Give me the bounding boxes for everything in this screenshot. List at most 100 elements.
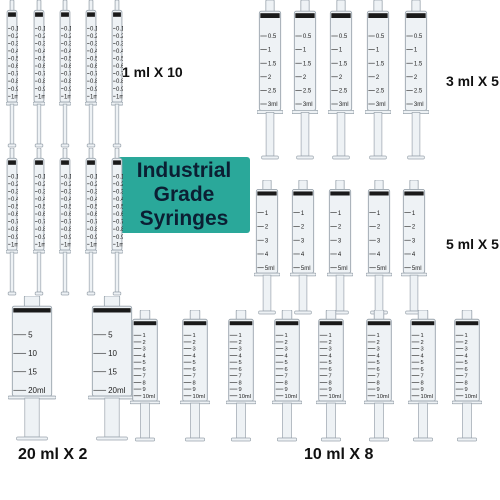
scale-label: 0.3 (90, 189, 97, 195)
plunger-rod (236, 402, 246, 439)
scale-label: 1.5 (376, 61, 385, 67)
scale-label: 0.9 (90, 235, 97, 241)
scale-label: 3ml (268, 102, 278, 108)
scale-label: 3 (412, 238, 416, 244)
scale-label: 4 (421, 353, 425, 359)
syringe-tip (325, 310, 337, 321)
syringe-tip (336, 0, 346, 13)
scale-label: 0.7 (38, 220, 45, 226)
syringe-tip (281, 310, 293, 321)
scale-label: 0.8 (116, 79, 123, 85)
scale-label: 1ml (11, 242, 18, 248)
plunger-rod (326, 402, 336, 439)
scale-label: 0.4 (38, 197, 45, 203)
plunger-seal (113, 12, 121, 17)
thumb-press (369, 155, 387, 160)
scale-label: 0.1 (64, 174, 71, 180)
syringe-tip (189, 310, 201, 321)
scale-label: 0.7 (11, 72, 18, 78)
scale-label: 3ml (414, 102, 424, 108)
scale-label: 8 (143, 380, 146, 386)
scale-label: 2 (285, 340, 288, 346)
scale-label: 1 (303, 48, 307, 54)
label-3ml: 3 ml X 5 (446, 73, 499, 89)
scale-label: 0.5 (303, 34, 312, 40)
label-10ml: 10 ml X 8 (304, 446, 374, 463)
scale-label: 8 (285, 380, 288, 386)
label-1ml: 1 ml X 10 (122, 64, 183, 80)
plunger-seal (133, 321, 157, 326)
scale-label: 0.9 (38, 235, 45, 241)
thumb-press (7, 291, 17, 296)
thumb-press (112, 291, 122, 296)
scale-label: 2 (143, 340, 146, 346)
scale-label: 7 (465, 374, 468, 380)
scale-label: 0.7 (90, 220, 97, 226)
thumb-press (60, 143, 70, 148)
scale-label: 4 (143, 353, 147, 359)
scale-label: 3 (193, 347, 196, 353)
scale-label: 0.1 (116, 26, 123, 32)
scale-label: 5 (28, 331, 33, 340)
scale-label: 0.7 (64, 72, 71, 78)
scale-label: 0.7 (116, 72, 123, 78)
scale-label: 1 (193, 333, 196, 339)
plunger-rod (409, 274, 419, 312)
scale-label: 10 (108, 349, 117, 358)
thumb-press (86, 291, 96, 296)
scale-label: 0.3 (90, 41, 97, 47)
scale-label: 3ml (376, 102, 386, 108)
plunger-rod (282, 402, 292, 439)
scale-label: 0.9 (11, 235, 18, 241)
plunger-rod (374, 402, 384, 439)
scale-label: 1ml (116, 242, 123, 248)
scale-label: 2 (339, 75, 343, 81)
scale-label: 5ml (377, 266, 387, 272)
syringe-tip (114, 148, 120, 160)
scale-label: 0.8 (11, 227, 18, 233)
scale-label: 0.5 (90, 57, 97, 63)
plunger-seal (260, 13, 280, 18)
scale-label: 0.5 (339, 34, 348, 40)
scale-label: 0.2 (116, 182, 123, 188)
plunger-seal (113, 160, 121, 165)
syringe-1ml: 0.10.20.30.40.50.60.70.80.91ml (85, 0, 97, 148)
scale-label: 2 (329, 340, 332, 346)
scale-label: 5ml (265, 266, 275, 272)
scale-label: 0.8 (64, 227, 71, 233)
scale-label: 8 (421, 380, 424, 386)
plunger-seal (8, 160, 16, 165)
syringe-tip (88, 0, 94, 12)
plunger-rod (298, 274, 308, 312)
scale-label: 5 (377, 360, 380, 366)
plunger-rod (62, 251, 68, 293)
scale-label: 2 (412, 225, 416, 231)
scale-label: 5 (465, 360, 468, 366)
plunger-rod (88, 251, 94, 293)
scale-label: 0.2 (90, 34, 97, 40)
scale-label: 0.1 (38, 174, 45, 180)
plunger-rod (335, 274, 345, 312)
plunger-rod (373, 112, 383, 157)
plunger-rod (265, 112, 275, 157)
scale-label: 10ml (329, 394, 341, 400)
scale-label: 0.2 (90, 182, 97, 188)
thumb-press (294, 310, 312, 315)
plunger-seal (411, 321, 435, 326)
scale-label: 1ml (116, 94, 123, 100)
scale-label: 0.1 (11, 26, 18, 32)
scale-label: 10ml (285, 394, 297, 400)
thumb-press (185, 437, 205, 442)
thumb-press (34, 143, 44, 148)
plunger-seal (35, 12, 43, 17)
plunger-seal (368, 13, 388, 18)
plunger-seal (61, 12, 69, 17)
syringe-tip (373, 310, 385, 321)
